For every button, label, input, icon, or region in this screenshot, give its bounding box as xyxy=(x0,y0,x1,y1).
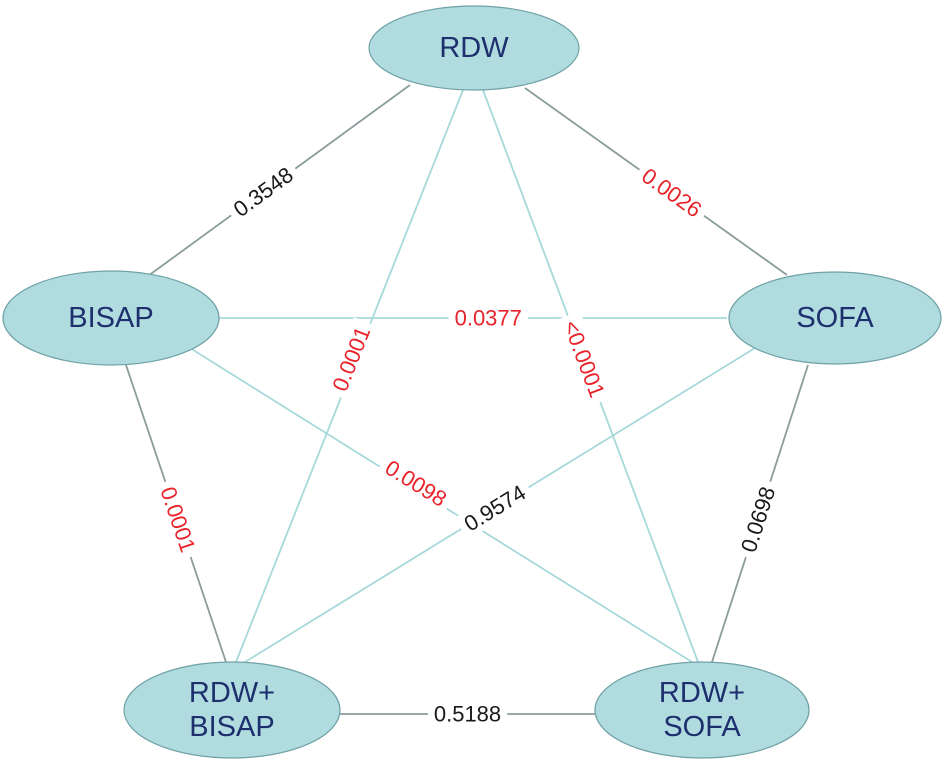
edge-label-group: 0.9574 xyxy=(454,476,536,540)
edge-label-group: 0.5188 xyxy=(427,701,508,727)
edge-label-group: 0.3548 xyxy=(223,158,303,226)
edge-p-value-label: 0.0001 xyxy=(327,323,375,395)
edge-label-background xyxy=(733,477,783,562)
edge-label-background xyxy=(454,476,536,540)
edge-label-background xyxy=(223,158,303,226)
node-ellipse xyxy=(368,5,580,91)
edge-p-value-label: 0.5188 xyxy=(434,702,501,727)
edge-p-value-label: 0.0377 xyxy=(455,306,522,331)
node-ellipse xyxy=(594,661,810,759)
edge-p-value-label: 0.0698 xyxy=(736,484,780,556)
node-rdw: RDW xyxy=(368,5,580,91)
node-label: RDW xyxy=(439,32,509,64)
node-rdw-sofa: RDW+SOFA xyxy=(594,661,810,759)
edge-label-group: <0.0001 xyxy=(555,311,613,407)
edge-p-value-label: <0.0001 xyxy=(558,317,610,401)
node-ellipse xyxy=(2,270,220,366)
node-sofa: SOFA xyxy=(728,271,942,365)
edge-label-group: 0.0001 xyxy=(153,477,203,562)
node-label: SOFA xyxy=(663,711,741,743)
node-label: RDW+ xyxy=(659,677,745,709)
edge-p-value-label: 0.0098 xyxy=(381,455,451,512)
node-label: BISAP xyxy=(68,302,153,334)
edge-p-value-label: 0.0001 xyxy=(155,484,200,556)
edge-label-background xyxy=(555,311,613,407)
edge-label-group: 0.0026 xyxy=(631,159,712,227)
edge-p-value-label: 0.3548 xyxy=(229,162,298,222)
edges-layer xyxy=(125,84,809,715)
edge-label-background xyxy=(375,451,457,516)
node-label: RDW+ xyxy=(189,677,275,709)
node-label: BISAP xyxy=(189,711,274,743)
node-bisap: BISAP xyxy=(2,270,220,366)
edge-label-background xyxy=(448,305,528,331)
edge-label-background xyxy=(153,477,203,562)
node-ellipse xyxy=(123,661,341,759)
edge-label-group: 0.0098 xyxy=(375,451,457,516)
node-label: SOFA xyxy=(796,302,874,334)
node-ellipse xyxy=(728,271,942,365)
edge-label-background xyxy=(631,159,712,227)
edge-label-group: 0.0698 xyxy=(733,477,783,562)
edge-label-background xyxy=(324,317,379,401)
edge-label-group: 0.0377 xyxy=(448,305,528,331)
edge-p-value-label: 0.0026 xyxy=(637,163,706,222)
edge-label-background xyxy=(427,701,508,727)
node-rdw-bisap: RDW+BISAP xyxy=(123,661,341,759)
edge-label-group: 0.0001 xyxy=(324,317,379,401)
